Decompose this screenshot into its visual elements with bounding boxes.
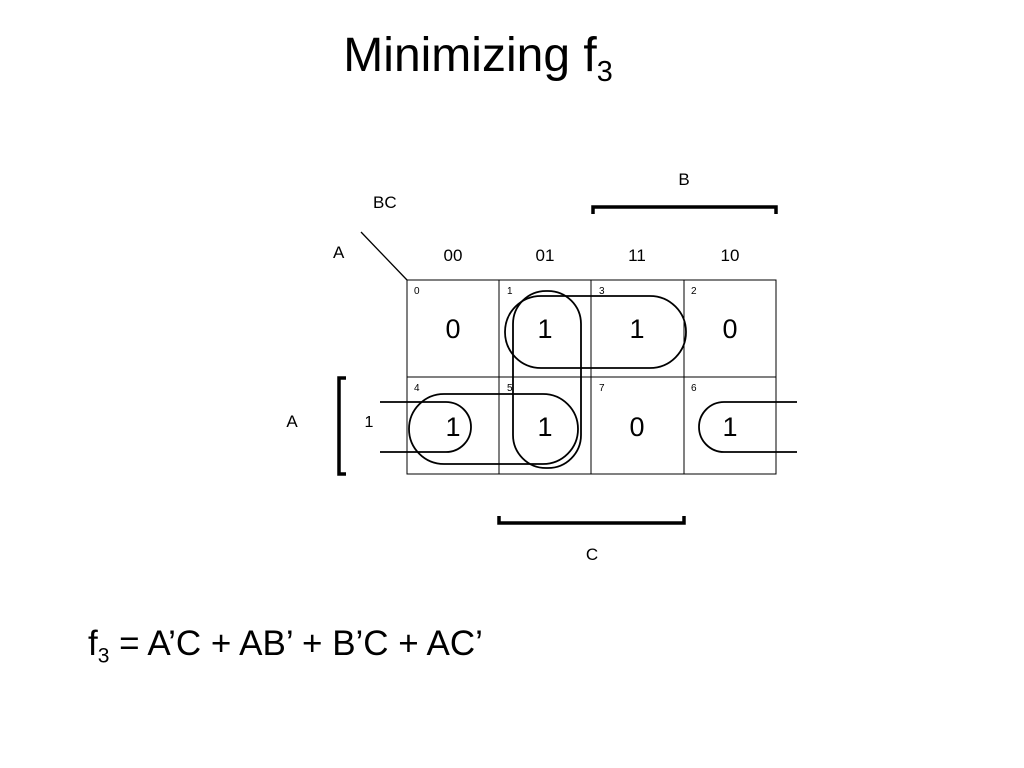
cell-index: 2	[691, 286, 697, 297]
cell-value: 1	[537, 314, 552, 344]
brace-C	[497, 516, 686, 525]
cell-index: 6	[691, 383, 697, 394]
corner-row-var: A	[333, 243, 345, 262]
cell-value: 0	[445, 314, 460, 344]
group-wrap-m6-right	[698, 401, 797, 453]
cell-value: 1	[537, 412, 552, 442]
brace-B	[591, 205, 778, 214]
group-loop-m1-m3	[504, 295, 687, 369]
brace-B-label: B	[678, 170, 689, 189]
brace-A	[337, 376, 346, 476]
brace-A-label: A	[286, 412, 298, 431]
row-header-1: 1	[365, 414, 374, 431]
cell-index: 1	[507, 286, 513, 297]
cell-index: 0	[414, 286, 420, 297]
group-wrap-m4-left	[380, 401, 472, 453]
col-header-11: 11	[628, 246, 646, 265]
cell-value: 0	[722, 314, 737, 344]
group-loop-m1-m5	[512, 290, 582, 469]
minimized-expression: f3 = A’C + AB’ + B’C + AC’	[88, 624, 483, 668]
brace-C-label: C	[586, 545, 598, 564]
col-header-01: 01	[536, 246, 555, 265]
corner-col-var: BC	[373, 193, 397, 212]
cell-index: 4	[414, 383, 420, 394]
col-header-10: 10	[721, 246, 740, 265]
slide-title: Minimizing f3	[0, 29, 956, 86]
corner-diagonal	[360, 231, 408, 281]
formula-lhs-subscript: 3	[97, 644, 110, 668]
kmap-grid	[406, 279, 777, 475]
cell-value: 1	[445, 412, 460, 442]
cell-value: 1	[722, 412, 737, 442]
cell-indices: 0 1 3 2 4 5 7 6	[414, 286, 697, 394]
title-subscript: 3	[596, 56, 613, 89]
cell-values: 0 1 1 0 1 1 0 1	[445, 314, 737, 442]
cell-value: 1	[629, 314, 644, 344]
title-main: Minimizing f	[343, 29, 597, 82]
cell-index: 3	[599, 286, 605, 297]
col-header-00: 00	[444, 246, 463, 265]
cell-index: 5	[507, 383, 513, 394]
formula-lhs: f	[88, 624, 98, 663]
groupings	[380, 290, 797, 469]
group-loop-m4-m5	[408, 393, 579, 465]
cell-value: 0	[629, 412, 644, 442]
cell-index: 7	[599, 383, 605, 394]
formula-rhs: = A’C + AB’ + B’C + AC’	[109, 624, 483, 663]
